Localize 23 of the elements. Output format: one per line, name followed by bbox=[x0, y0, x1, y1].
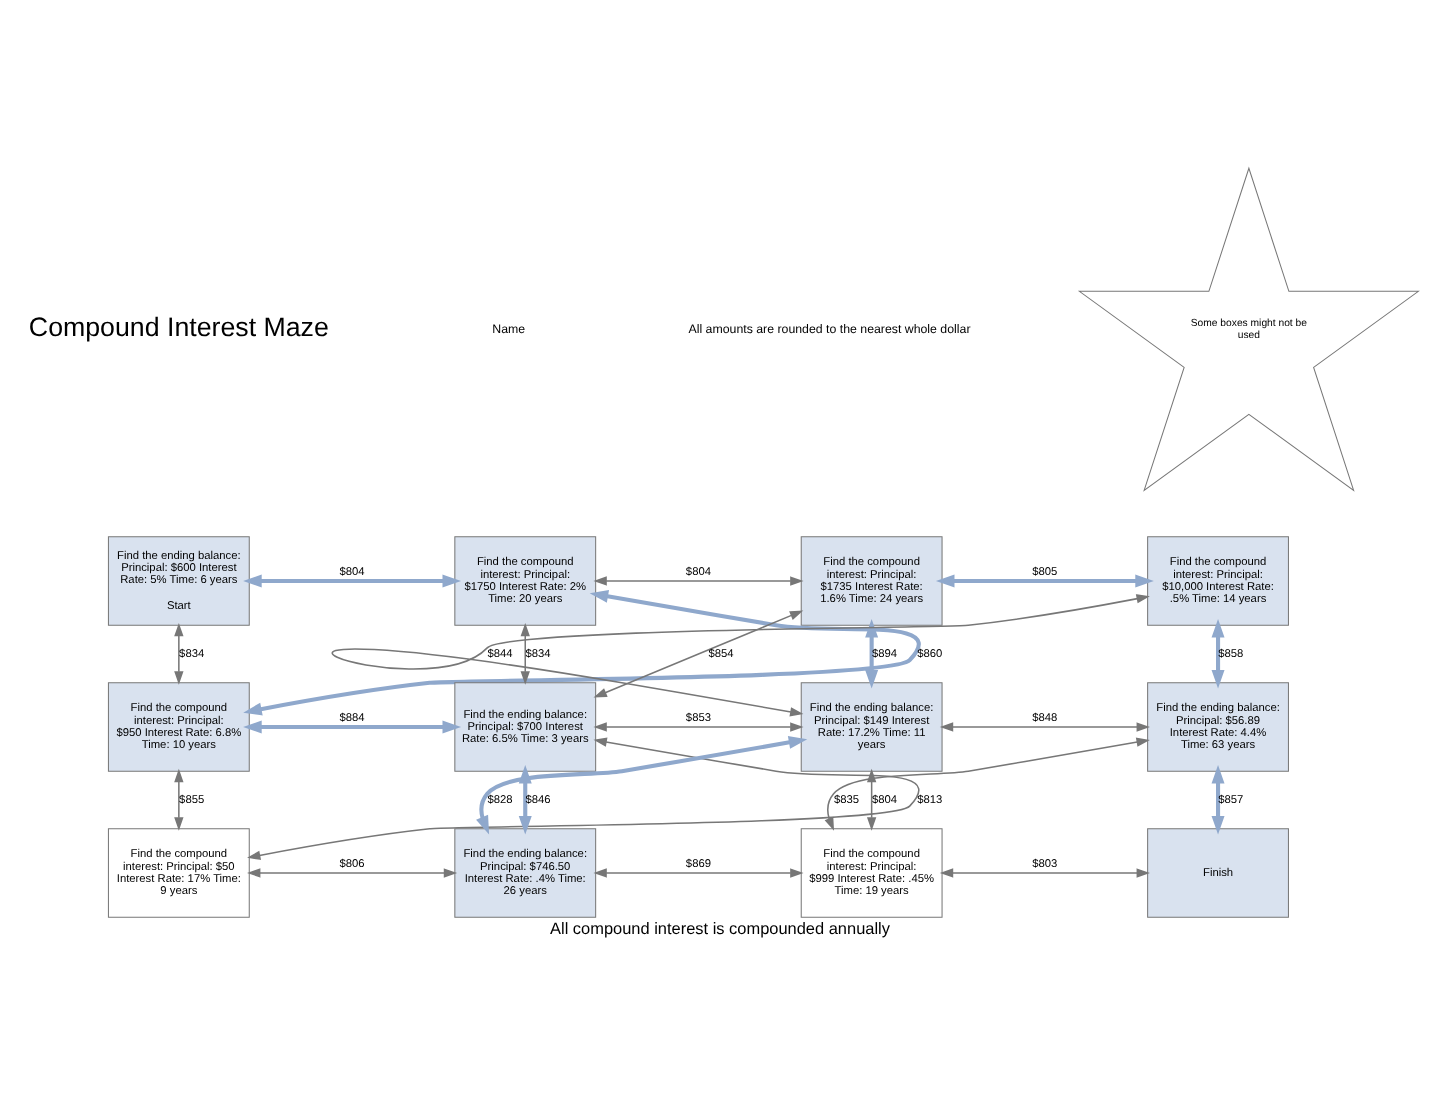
arrow bbox=[331, 594, 1150, 717]
arrow bbox=[1211, 619, 1225, 689]
arrow bbox=[174, 622, 184, 685]
arrow bbox=[593, 610, 804, 698]
arrow bbox=[824, 737, 1150, 831]
arrow bbox=[593, 868, 804, 878]
arrow bbox=[939, 722, 1150, 732]
arrow bbox=[520, 622, 530, 685]
arrow bbox=[476, 736, 808, 835]
arrow bbox=[939, 868, 1150, 878]
arrow bbox=[174, 768, 184, 831]
arrow bbox=[1211, 765, 1225, 835]
arrow bbox=[247, 868, 458, 878]
arrow bbox=[243, 589, 920, 716]
arrow bbox=[865, 619, 879, 689]
arrow bbox=[593, 576, 804, 586]
caption: All compound interest is compounded annually bbox=[550, 920, 890, 939]
arrow bbox=[243, 720, 462, 734]
arrow bbox=[935, 574, 1154, 588]
arrow bbox=[247, 737, 920, 860]
diagram-title: Compound Interest Maze bbox=[28, 311, 329, 342]
arrow bbox=[243, 574, 462, 588]
arrow bbox=[593, 722, 804, 732]
